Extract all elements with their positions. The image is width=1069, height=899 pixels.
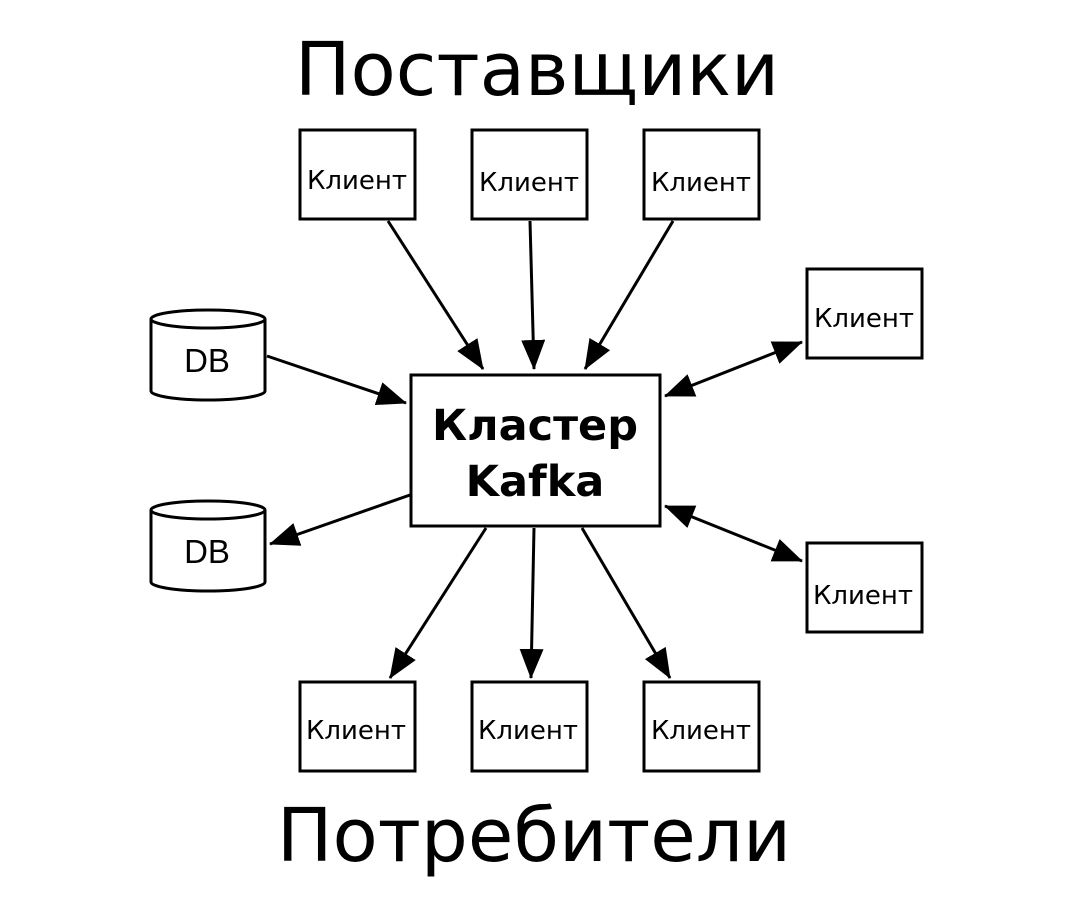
edge-cluster-to-consumer-1 — [388, 527, 488, 679]
producer-client-2: Клиент — [470, 128, 589, 221]
edge-cluster-stream-client-2 — [664, 504, 803, 563]
consumer-client-2: Клиент — [470, 680, 589, 773]
consumer-client-2-label: Клиент — [478, 716, 578, 746]
producer-client-2-label: Клиент — [479, 168, 579, 198]
cluster-label-line2: Kafka — [466, 457, 605, 507]
db-sink-label: DB — [184, 533, 230, 570]
edge-cluster-to-consumer-2 — [519, 527, 544, 679]
db-sink-cylinder: DB — [149, 499, 267, 593]
producer-client-1: Клиент — [298, 128, 417, 221]
edge-cluster-stream-client-1 — [664, 340, 803, 398]
db-source-cylinder: DB — [149, 308, 267, 402]
producers-heading: Поставщики — [295, 27, 779, 113]
stream-client-2: Клиент — [805, 541, 924, 634]
edge-producer-2-to-cluster — [521, 220, 546, 370]
cluster-label-line1: Кластер — [432, 401, 638, 451]
edge-producer-3-to-cluster — [583, 220, 675, 370]
edge-db-source-to-cluster — [266, 354, 407, 406]
producer-client-3: Клиент — [642, 128, 761, 221]
kafka-cluster-node: Кластер Kafka — [409, 373, 662, 528]
stream-client-1-label: Клиент — [814, 304, 914, 334]
stream-client-2-label: Клиент — [813, 581, 913, 611]
consumer-client-1-label: Клиент — [306, 716, 406, 746]
consumer-client-3-label: Клиент — [651, 716, 751, 746]
edge-cluster-to-db-sink — [269, 493, 411, 546]
stream-client-1: Клиент — [805, 267, 924, 360]
consumer-client-3: Клиент — [642, 680, 761, 773]
producer-client-1-label: Клиент — [307, 166, 407, 196]
edge-cluster-to-consumer-3 — [580, 527, 672, 679]
db-source-label: DB — [184, 342, 230, 379]
producer-client-3-label: Клиент — [651, 168, 751, 198]
edge-producer-1-to-cluster — [386, 220, 485, 370]
consumer-client-1: Клиент — [298, 680, 417, 773]
consumers-heading: Потребители — [277, 793, 791, 879]
